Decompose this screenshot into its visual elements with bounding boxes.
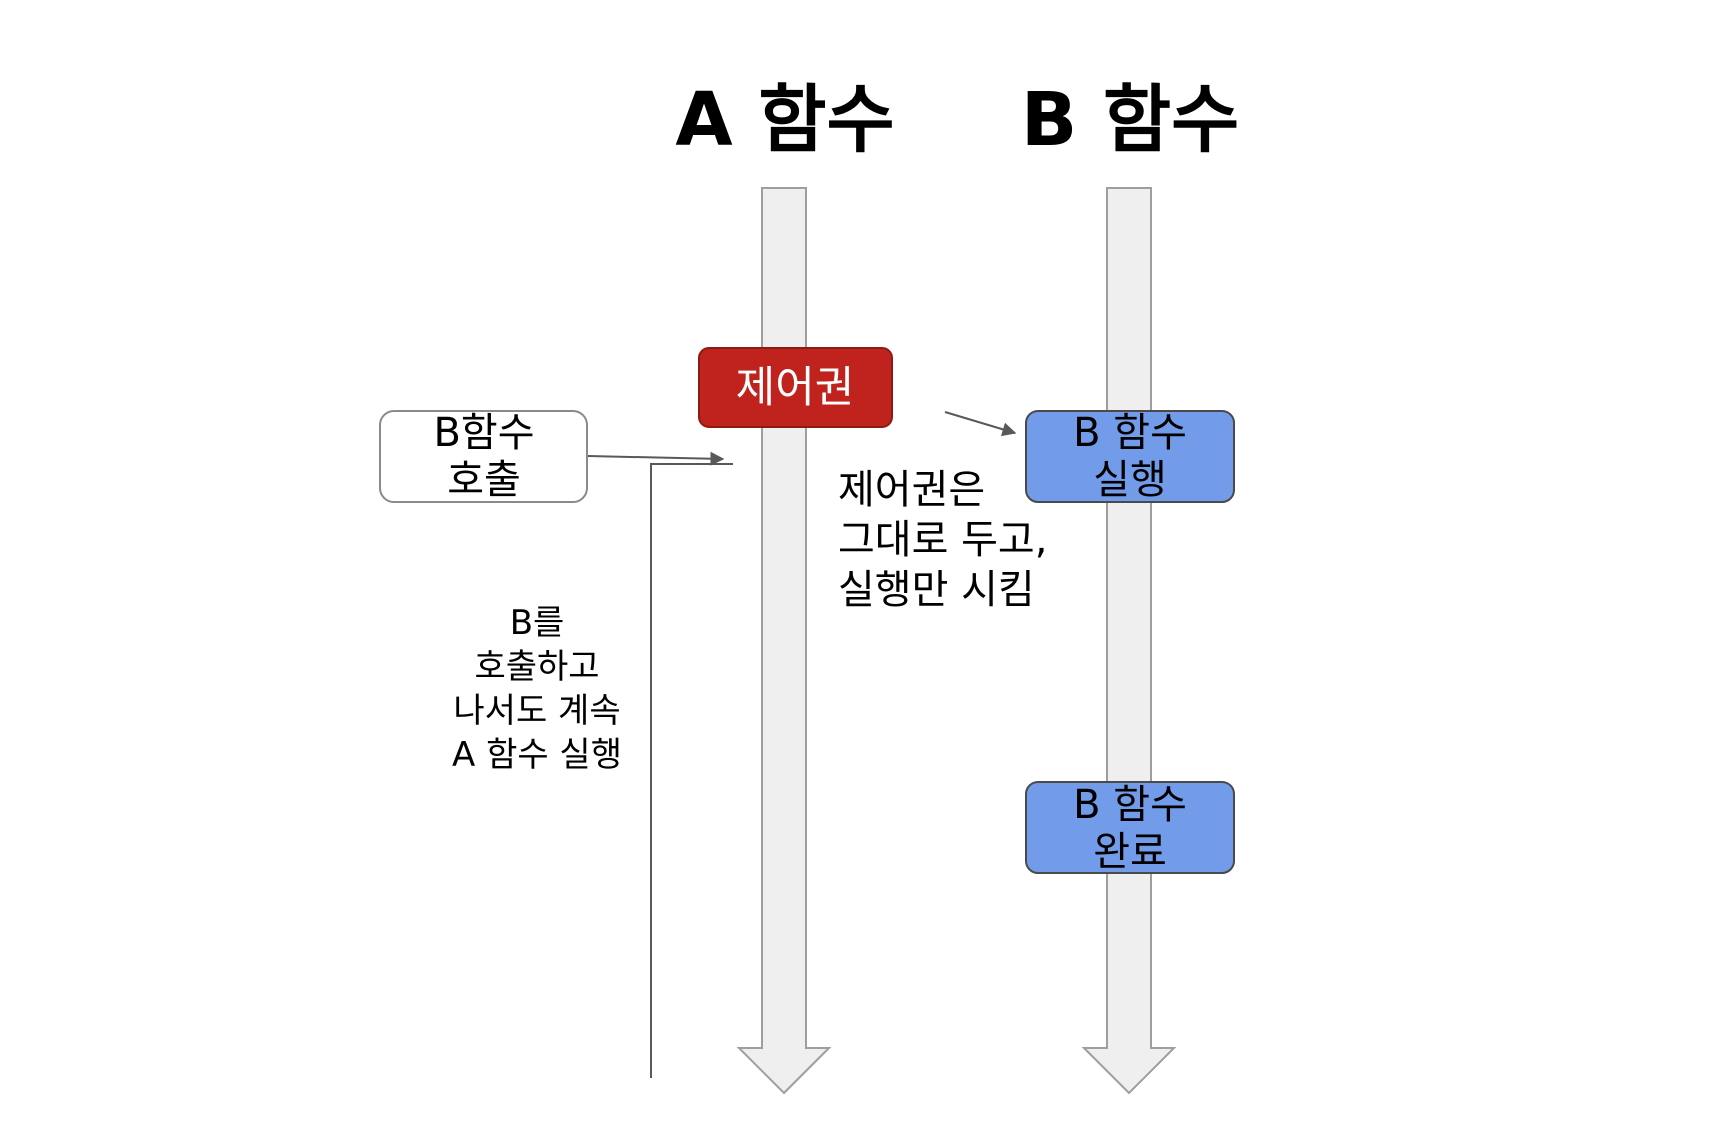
continue-note-line3: 나서도 계속: [453, 691, 620, 731]
control-badge: 제어권: [698, 347, 893, 428]
control-note-line2: 그대로 두고,: [838, 517, 1047, 563]
call-connector-arrow: [587, 451, 725, 466]
continue-path-line: [650, 463, 733, 1078]
a-timeline-arrow: [736, 187, 832, 1095]
b-timeline-arrow: [1081, 187, 1177, 1095]
control-note-line3: 실행만 시킴: [838, 567, 1035, 613]
b-call-box-line2: 호출: [447, 457, 521, 503]
b-call-box-line1: B함수: [433, 410, 534, 456]
b-done-box-line2: 완료: [1093, 829, 1167, 875]
control-note: 제어권은 그대로 두고, 실행만 시킴: [838, 467, 1047, 613]
continue-note-line4: A 함수 실행: [452, 735, 622, 775]
continue-note-line1: B를: [510, 603, 565, 643]
b-done-box-line1: B 함수: [1073, 782, 1187, 828]
b-call-box: B함수 호출: [379, 410, 588, 503]
delegate-connector-arrow: [944, 411, 1017, 437]
continue-note-line2: 호출하고: [474, 647, 599, 687]
b-run-box-line1: B 함수: [1073, 410, 1187, 456]
a-function-title: A 함수: [675, 77, 894, 163]
b-run-box-line2: 실행: [1093, 457, 1167, 503]
continue-note: B를 호출하고 나서도 계속 A 함수 실행: [452, 603, 622, 775]
b-function-title: B 함수: [1021, 77, 1239, 163]
control-note-line1: 제어권은: [838, 467, 985, 513]
b-done-box: B 함수 완료: [1025, 781, 1235, 875]
b-run-box: B 함수 실행: [1025, 410, 1235, 503]
control-badge-label: 제어권: [736, 363, 855, 413]
